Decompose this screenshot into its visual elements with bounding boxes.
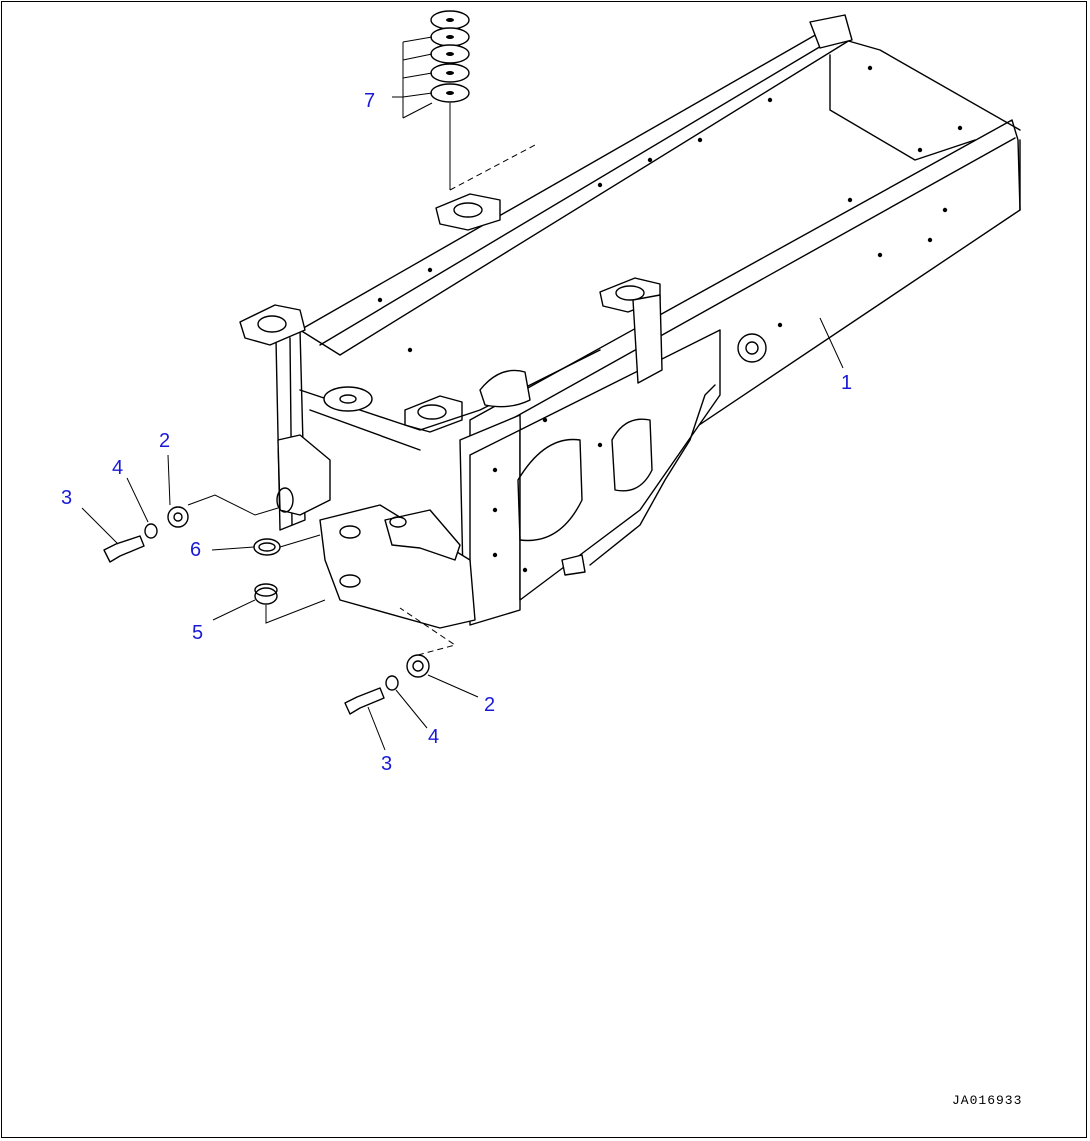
hinge-bracket <box>384 509 461 561</box>
washer-4-lower <box>385 675 428 729</box>
callout-7[interactable]: 7 <box>364 90 376 112</box>
leader-1 <box>819 317 844 369</box>
bushing-2-upper <box>167 454 279 528</box>
main-frame <box>239 14 1021 629</box>
rear-left-mount <box>435 193 501 231</box>
bolt-3-upper <box>81 507 145 563</box>
panel-opening-2 <box>611 418 653 492</box>
washer-4-upper <box>126 477 158 539</box>
left-bracket <box>277 434 331 516</box>
callout-5[interactable]: 5 <box>192 622 204 644</box>
callout-4-lower[interactable]: 4 <box>428 726 440 748</box>
panel-opening-1 <box>517 438 583 542</box>
bushing-5 <box>212 583 326 624</box>
front-left-mount <box>239 304 306 346</box>
bushing-2-lower <box>399 607 479 698</box>
seal-6 <box>211 534 321 556</box>
front-center-mount <box>404 395 463 433</box>
callout-3-upper[interactable]: 3 <box>61 487 73 509</box>
side-panel <box>519 329 721 601</box>
callout-2-upper[interactable]: 2 <box>159 430 171 452</box>
callout-6[interactable]: 6 <box>190 539 202 561</box>
callout-3-lower[interactable]: 3 <box>381 753 393 775</box>
callout-1[interactable]: 1 <box>841 372 853 394</box>
bolt-3-lower <box>344 687 386 751</box>
callout-4-upper[interactable]: 4 <box>112 457 124 479</box>
shim-stack-7 <box>392 10 536 191</box>
drawing-id: JA016933 <box>952 1093 1023 1108</box>
callout-2-lower[interactable]: 2 <box>484 694 496 716</box>
